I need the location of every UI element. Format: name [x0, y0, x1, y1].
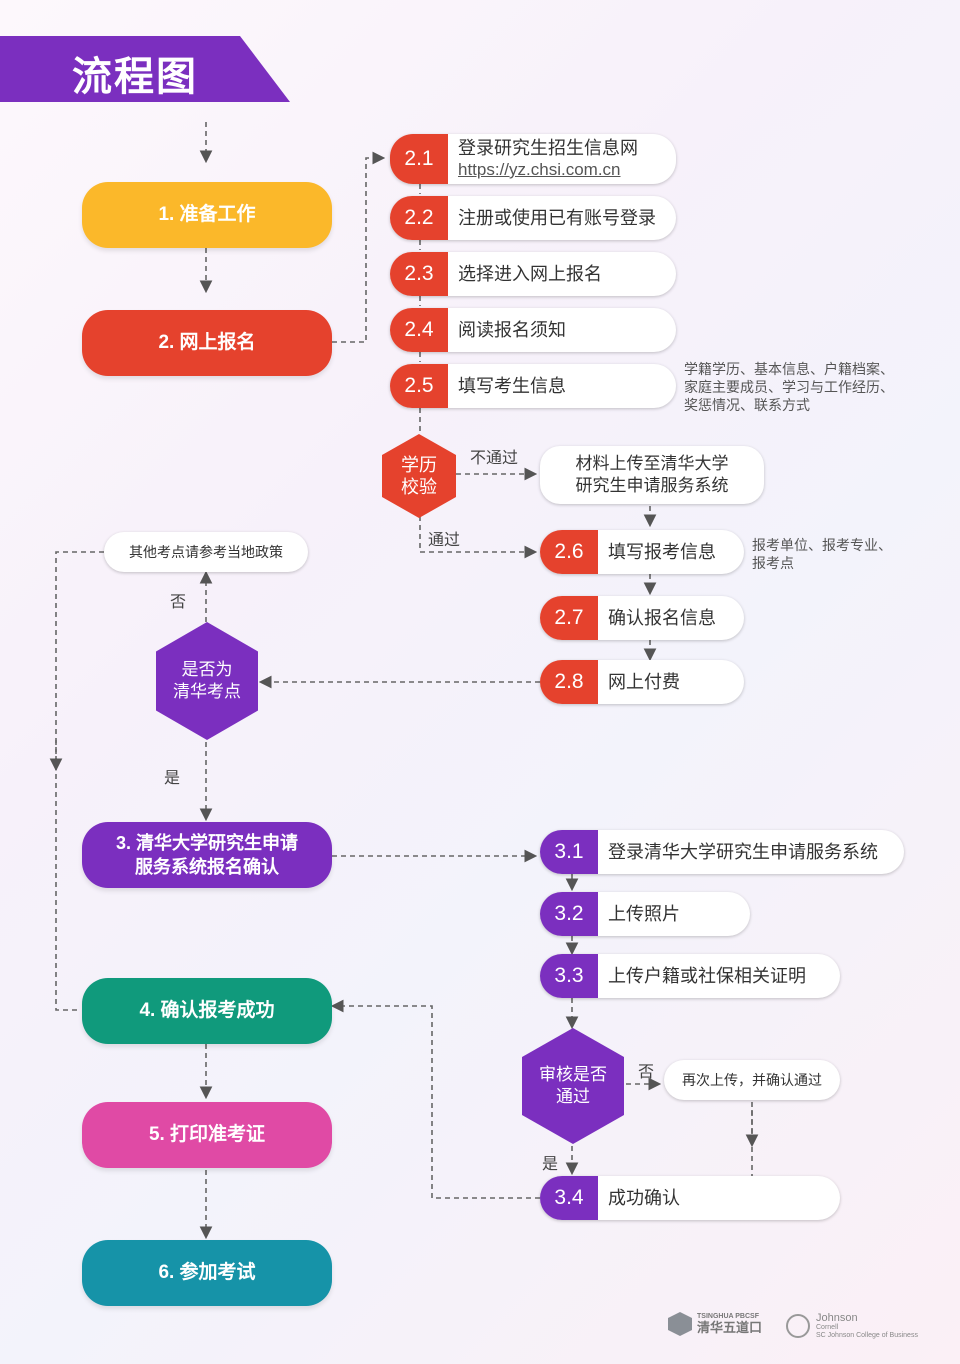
step-1-prepare[interactable]: 1. 准备工作	[82, 182, 332, 248]
substep-number: 3.1	[540, 830, 598, 874]
review-decision: 审核是否 通过	[522, 1028, 624, 1144]
page-title: 流程图	[72, 55, 198, 99]
step-2-online-registration[interactable]: 2. 网上报名	[82, 310, 332, 376]
substep-number: 2.3	[390, 252, 448, 296]
chsi-link[interactable]: https://yz.chsi.com.cn	[458, 160, 621, 179]
note-application-info: 报考单位、报考专业、 报考点	[752, 537, 892, 571]
cornell-seal-icon	[786, 1314, 810, 1338]
substep-text: 注册或使用已有账号登录	[458, 208, 656, 228]
substep-number: 2.5	[390, 364, 448, 408]
substep-3-3[interactable]: 3.3 上传户籍或社保相关证明	[540, 954, 840, 998]
substep-text: 上传户籍或社保相关证明	[608, 966, 806, 986]
step-4-confirm-success[interactable]: 4. 确认报考成功	[82, 978, 332, 1044]
note-student-info: 学籍学历、基本信息、户籍档案、 家庭主要成员、学习与工作经历、 奖惩情况、联系方…	[684, 361, 894, 413]
edu-check-decision: 学历 校验	[382, 434, 456, 518]
substep-text: 上传照片	[608, 904, 680, 924]
site-no-label: 否	[170, 594, 187, 611]
substep-text: 阅读报名须知	[458, 320, 566, 340]
edu-fail-label: 不通过	[470, 450, 519, 467]
substep-text: 登录清华大学研究生申请服务系统	[608, 842, 878, 862]
substep-number: 2.2	[390, 196, 448, 240]
substep-2-1[interactable]: 2.1 登录研究生招生信息网 https://yz.chsi.com.cn	[390, 134, 676, 184]
johnson-logo: Johnson Cornell SC Johnson College of Bu…	[786, 1312, 918, 1340]
step-6-take-exam[interactable]: 6. 参加考试	[82, 1240, 332, 1306]
pbcsf-logo: TSINGHUA PBCSF 清华五道口	[668, 1312, 762, 1336]
site-yes-label: 是	[164, 770, 181, 787]
substep-2-8[interactable]: 2.8 网上付费	[540, 660, 744, 704]
exam-site-decision: 是否为 清华考点	[156, 622, 258, 740]
substep-text: 确认报名信息	[608, 608, 716, 628]
substep-number: 2.7	[540, 596, 598, 640]
title-banner	[0, 36, 290, 102]
other-site-policy-box: 其他考点请参考当地政策	[104, 532, 308, 572]
substep-text: 填写考生信息	[458, 376, 566, 396]
substep-2-7[interactable]: 2.7 确认报名信息	[540, 596, 744, 640]
substep-3-2[interactable]: 3.2 上传照片	[540, 892, 750, 936]
substep-text: 填写报考信息	[608, 542, 716, 562]
substep-2-2[interactable]: 2.2 注册或使用已有账号登录	[390, 196, 676, 240]
substep-text: 成功确认	[608, 1188, 680, 1208]
review-yes-label: 是	[542, 1156, 559, 1173]
substep-number: 2.8	[540, 660, 598, 704]
step-5-print-admission[interactable]: 5. 打印准考证	[82, 1102, 332, 1168]
substep-text: 选择进入网上报名	[458, 264, 602, 284]
substep-2-4[interactable]: 2.4 阅读报名须知	[390, 308, 676, 352]
substep-number: 2.1	[390, 134, 448, 184]
substep-text: 网上付费	[608, 672, 680, 692]
substep-3-4[interactable]: 3.4 成功确认	[540, 1176, 840, 1220]
substep-number: 3.3	[540, 954, 598, 998]
pbcsf-logo-icon	[668, 1312, 692, 1336]
substep-number: 2.6	[540, 530, 598, 574]
reupload-box: 再次上传，并确认通过	[664, 1060, 840, 1100]
substep-2-6[interactable]: 2.6 填写报考信息	[540, 530, 744, 574]
substep-2-5[interactable]: 2.5 填写考生信息	[390, 364, 676, 408]
substep-3-1[interactable]: 3.1 登录清华大学研究生申请服务系统	[540, 830, 904, 874]
edu-pass-label: 通过	[428, 532, 461, 549]
review-no-label: 否	[638, 1064, 655, 1081]
step-3-system-confirm[interactable]: 3. 清华大学研究生申请 服务系统报名确认	[82, 822, 332, 888]
substep-number: 3.2	[540, 892, 598, 936]
substep-number: 3.4	[540, 1176, 598, 1220]
substep-number: 2.4	[390, 308, 448, 352]
upload-materials-box: 材料上传至清华大学 研究生申请服务系统	[540, 446, 764, 504]
substep-2-3[interactable]: 2.3 选择进入网上报名	[390, 252, 676, 296]
substep-text: 登录研究生招生信息网	[458, 138, 638, 158]
